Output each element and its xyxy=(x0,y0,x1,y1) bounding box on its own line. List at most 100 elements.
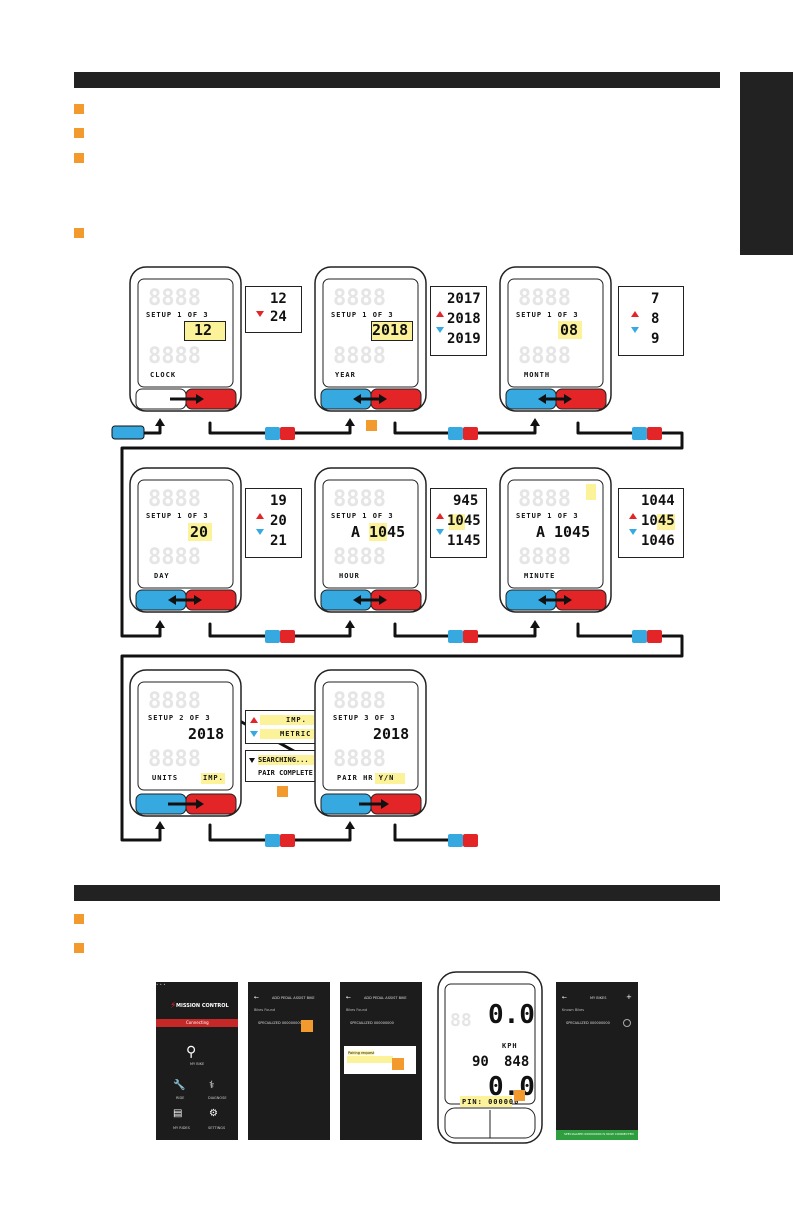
side-tab xyxy=(740,72,793,255)
value-box xyxy=(375,773,405,784)
value-b: 848 xyxy=(504,1054,530,1070)
device-id[interactable]: SPECIALIZED 000000000 xyxy=(566,1021,610,1025)
svg-text:8888: 8888 xyxy=(333,545,386,570)
step-marker xyxy=(514,1090,525,1101)
add-icon[interactable]: + xyxy=(626,993,632,1001)
phone-add-bike: ← ADD PEDAL ASSIST BIKE Bikes Found SPEC… xyxy=(248,982,330,1140)
down-arrow-icon xyxy=(436,327,444,333)
screen-title: ADD PEDAL ASSIST BIKE xyxy=(272,996,315,1000)
opt-1046: 1046 xyxy=(641,533,675,549)
device-id: SPECIALIZED 000000000 xyxy=(350,1021,394,1025)
value-box xyxy=(558,321,582,339)
device-outline: 8888 8888 xyxy=(129,467,242,613)
kph-label: KPH xyxy=(502,1042,518,1050)
diagnose-label[interactable]: DIAGNOSE xyxy=(208,1096,227,1100)
svg-text:8888: 8888 xyxy=(333,344,386,369)
bullet-4 xyxy=(74,228,84,238)
units-label: UNITS xyxy=(152,774,179,782)
setup-label: SETUP 1 OF 3 xyxy=(331,512,394,520)
value-a: 90 xyxy=(472,1054,489,1070)
setup-label: SETUP 1 OF 3 xyxy=(331,311,394,319)
opt-20: 20 xyxy=(270,513,287,529)
pin-highlight xyxy=(460,1096,512,1107)
down-arrow-icon xyxy=(631,327,639,333)
year-options-callout: 2017 2018 2019 xyxy=(430,286,487,356)
year-display: 2018 xyxy=(373,725,410,743)
connecting-text: Connecting xyxy=(186,1020,209,1025)
device-day: 8888 8888 SETUP 1 OF 3 20 DAY xyxy=(128,466,243,614)
back-arrow-icon[interactable]: ← xyxy=(346,994,352,1001)
month-options-callout: 7 8 9 xyxy=(618,286,684,356)
pair-complete-text: PAIR COMPLETE! xyxy=(258,769,318,777)
pin-highlight xyxy=(347,1056,393,1063)
device-outline: 8888 8888 xyxy=(499,266,612,412)
minute-label: MINUTE xyxy=(524,572,556,580)
connecting-banner xyxy=(156,1019,238,1027)
month-label: MONTH xyxy=(524,371,551,379)
hour-label: HOUR xyxy=(339,572,360,580)
back-arrow-icon[interactable]: ← xyxy=(254,994,260,1001)
bikes-found-label: Bikes Found xyxy=(346,1008,368,1012)
device-outline: 8888 8888 xyxy=(314,266,427,412)
svg-text:8888: 8888 xyxy=(148,487,201,512)
highlight xyxy=(260,715,314,725)
diagnose-icon[interactable]: ⚕ xyxy=(209,1080,215,1091)
screen-title: ADD PEDAL ASSIST BIKE xyxy=(364,996,407,1000)
app-title: MISSION CONTROL xyxy=(176,1003,229,1009)
device-outline: 8888 8888 xyxy=(499,467,612,613)
setup-label: SETUP 1 OF 3 xyxy=(516,512,579,520)
back-arrow-icon[interactable]: ← xyxy=(562,994,568,1001)
device-hour: 8888 8888 SETUP 1 OF 3 A 1045 HOUR xyxy=(313,466,428,614)
my-rides-label[interactable]: MY RIDES xyxy=(173,1126,190,1130)
clock-label: CLOCK xyxy=(150,371,177,379)
value-box xyxy=(184,321,226,341)
device-outline: 8888 8888 xyxy=(129,669,242,817)
down-arrow-icon xyxy=(256,529,264,535)
bolt-icon: ⚡ xyxy=(170,1001,177,1011)
pin-text: PIN: 000000 xyxy=(462,1098,520,1106)
connected-text: SPECIALIZED 000000000 IS NOW CONNECTED xyxy=(564,1132,634,1136)
opt-1044: 1044 xyxy=(641,493,675,509)
svg-text:8888: 8888 xyxy=(518,545,571,570)
bike-icon[interactable]: ⚲ xyxy=(186,1044,197,1060)
settings-icon[interactable]: ⚙ xyxy=(209,1108,218,1119)
bullet-1 xyxy=(74,104,84,114)
device-clock: 8888 8888 SETUP 1 OF 3 12 CLOCK xyxy=(128,265,243,413)
device-id[interactable]: SPECIALIZED 000000000 xyxy=(258,1021,302,1025)
step-marker xyxy=(392,1058,404,1070)
wrench-icon[interactable]: 🔧 xyxy=(173,1080,186,1091)
month-value: 08 xyxy=(560,321,579,339)
am-indicator: A xyxy=(536,523,546,541)
settings-label[interactable]: SETTINGS xyxy=(208,1126,226,1130)
check-icon xyxy=(623,1019,631,1027)
opt-9: 9 xyxy=(651,331,660,347)
ride-label[interactable]: RIDE xyxy=(176,1096,185,1100)
pair-status-callout: SEARCHING... PAIR COMPLETE! xyxy=(245,750,319,782)
minute-options-callout: 1044 1045 1046 xyxy=(618,488,684,558)
setup-label: SETUP 1 OF 3 xyxy=(146,512,209,520)
device-minute: 8888 8888 SETUP 1 OF 3 A 1045 MINUTE xyxy=(498,466,613,614)
speed-value: 0.0 xyxy=(488,1000,535,1030)
up-arrow-icon xyxy=(436,513,444,519)
opt-8: 8 xyxy=(651,311,660,327)
setup-label: SETUP 3 OF 3 xyxy=(333,714,396,722)
bullet-2 xyxy=(74,128,84,138)
year-value: 2018 xyxy=(372,321,409,339)
bullet-5 xyxy=(74,914,84,924)
calendar-icon[interactable]: ▤ xyxy=(173,1108,183,1119)
svg-text:8888: 8888 xyxy=(333,689,386,714)
units-value: IMP. xyxy=(203,774,224,782)
svg-text:8888: 8888 xyxy=(518,286,571,311)
section-header-bar-2 xyxy=(74,885,720,901)
year-label: YEAR xyxy=(335,371,356,379)
my-bike-label[interactable]: MY BIKE xyxy=(190,1062,205,1066)
svg-text:8888: 8888 xyxy=(333,286,386,311)
bullet-3 xyxy=(74,153,84,163)
am-indicator: A xyxy=(351,523,361,541)
clock-options-callout: 12 24 xyxy=(245,286,302,333)
bikes-found-label: Bikes Found xyxy=(254,1008,276,1012)
step-marker xyxy=(301,1020,313,1032)
down-arrow-icon xyxy=(629,529,637,535)
opt-metric: METRIC xyxy=(280,730,312,738)
clock-value: 12 xyxy=(194,321,213,339)
